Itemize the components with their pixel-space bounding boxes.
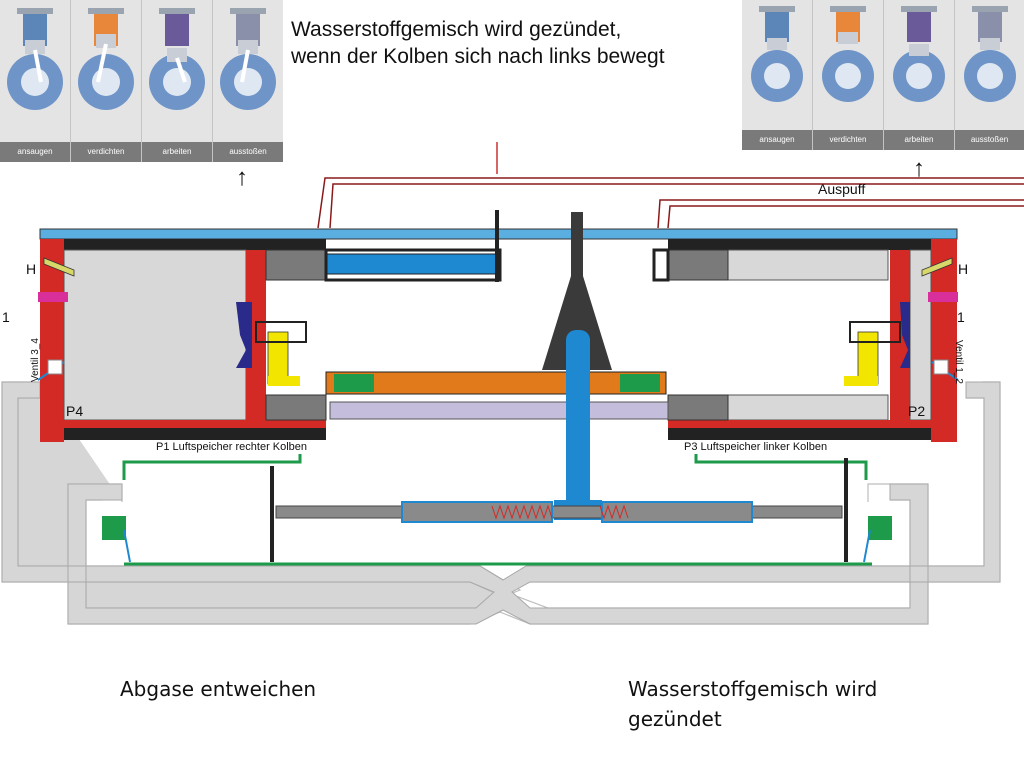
green-seal-left	[334, 374, 374, 392]
upper-rod-housing-left	[324, 248, 502, 282]
exhaust-line-right	[657, 199, 1024, 229]
engine-strip-right: ansaugen verdichten arbeiten ausstoßen	[742, 0, 1024, 150]
h-label-left: H	[26, 261, 36, 277]
central-cone	[542, 212, 612, 370]
right-spark-plug	[921, 257, 953, 277]
right-cylinder-inner	[909, 249, 932, 421]
right-piston-block-top	[667, 249, 729, 281]
h-label-right: H	[958, 261, 968, 277]
spring-left	[491, 504, 553, 520]
right-valve-navy	[900, 302, 910, 368]
lavender-rod	[329, 401, 669, 420]
engine-step-label: ansaugen	[742, 130, 812, 150]
right-valve-flap	[931, 359, 959, 381]
engine-icon	[893, 6, 945, 102]
lower-rod	[275, 505, 843, 519]
engine-step-label: arbeiten	[142, 142, 212, 162]
spring-right	[599, 504, 629, 520]
engine-strip-right-graphic	[751, 6, 1016, 102]
air-channel-fill	[1, 381, 1001, 625]
engine-step-label: ausstoßen	[213, 142, 283, 162]
left-cylinder-bottom	[64, 420, 326, 428]
ventil-right-label: Ventil 1_2	[953, 340, 964, 384]
one-label-left: 1	[2, 309, 10, 325]
right-cylinder-wall	[931, 239, 957, 442]
p4-label: P4	[66, 403, 83, 419]
left-spark-plug	[43, 257, 75, 277]
engine-step-label: ausstoßen	[955, 130, 1024, 150]
left-pink-marker	[38, 292, 68, 302]
orange-rod	[325, 371, 667, 395]
engine-icon	[7, 8, 63, 110]
right-valve-box	[849, 321, 901, 343]
left-valve-navy	[236, 302, 252, 368]
one-label-right: 1	[957, 309, 965, 325]
heading-line-2: wenn der Kolben sich nach links bewegt	[291, 45, 665, 68]
right-cylinder-chamber-lower	[727, 394, 889, 421]
engine-step-label: verdichten	[71, 142, 141, 162]
left-valve-flap	[37, 359, 65, 381]
p3-label: P3 Luftspeicher linker Kolben	[684, 441, 827, 453]
right-cylinder-bottom	[668, 420, 931, 428]
up-arrow-icon: ↑	[236, 164, 248, 191]
engine-diagram: Auspuff H H 1 1 P4 P2 Ventil 3_4 Ventil …	[1, 142, 1024, 625]
left-cylinder-wall	[40, 239, 64, 442]
green-seal-right	[620, 374, 660, 392]
upper-rod-housing-right	[652, 248, 670, 282]
engine-icon	[751, 6, 803, 102]
left-valve-box	[255, 321, 307, 343]
left-piston-block-bottom	[265, 394, 327, 421]
right-pink-marker	[928, 292, 958, 302]
right-cylinder-top	[668, 239, 931, 250]
spring-housing-right	[601, 501, 753, 523]
engine-step-label: ansaugen	[0, 142, 70, 162]
left-piston-block-top	[265, 249, 327, 281]
p1-storage-line	[122, 454, 302, 480]
diagram-heading: Wasserstoffgemisch wird gezündet, wenn d…	[291, 16, 751, 70]
ventil-left-label: Ventil 3_4	[30, 338, 41, 382]
heading-line-1: Wasserstoffgemisch wird gezündet,	[291, 18, 622, 41]
right-cylinder-chamber	[727, 249, 889, 281]
right-piston-block-bottom	[667, 394, 729, 421]
caption-right-line-2: gezündet	[628, 707, 722, 731]
engine-step-label: arbeiten	[884, 130, 954, 150]
engine-icon	[822, 6, 874, 102]
engine-strip-left-graphic	[7, 8, 276, 110]
auspuff-label: Auspuff	[818, 181, 865, 197]
caption-right-line-1: Wasserstoffgemisch wird	[628, 677, 878, 701]
vertical-blue-tube	[566, 330, 590, 515]
left-cylinder-chamber	[63, 249, 247, 421]
exhaust-line-left	[317, 177, 1024, 229]
lower-right-valve	[863, 516, 892, 563]
engine-icon	[78, 8, 134, 110]
engine-icon	[220, 8, 276, 110]
p3-storage-line	[694, 454, 868, 480]
spring-housing-left	[401, 501, 553, 523]
engine-icon	[964, 6, 1016, 102]
left-yellow-foot	[268, 376, 300, 386]
engine-icon	[149, 8, 205, 110]
right-yellow-foot	[844, 376, 878, 386]
right-cylinder-bottom-dark	[668, 428, 931, 440]
up-arrow-icon: ↑	[913, 155, 925, 182]
p2-label: P2	[908, 403, 925, 419]
p1-label: P1 Luftspeicher rechter Kolben	[156, 441, 307, 453]
upper-blue-rod-left	[325, 253, 497, 275]
caption-right: Wasserstoffgemisch wird gezündet	[628, 674, 877, 734]
engine-strip-left: ansaugen verdichten arbeiten ausstoßen	[0, 0, 283, 162]
left-cylinder-bottom-dark	[64, 428, 326, 440]
engine-step-label: verdichten	[813, 130, 883, 150]
lower-left-valve	[102, 516, 131, 563]
caption-left: Abgase entweichen	[120, 677, 317, 701]
left-cylinder-top	[64, 239, 326, 250]
